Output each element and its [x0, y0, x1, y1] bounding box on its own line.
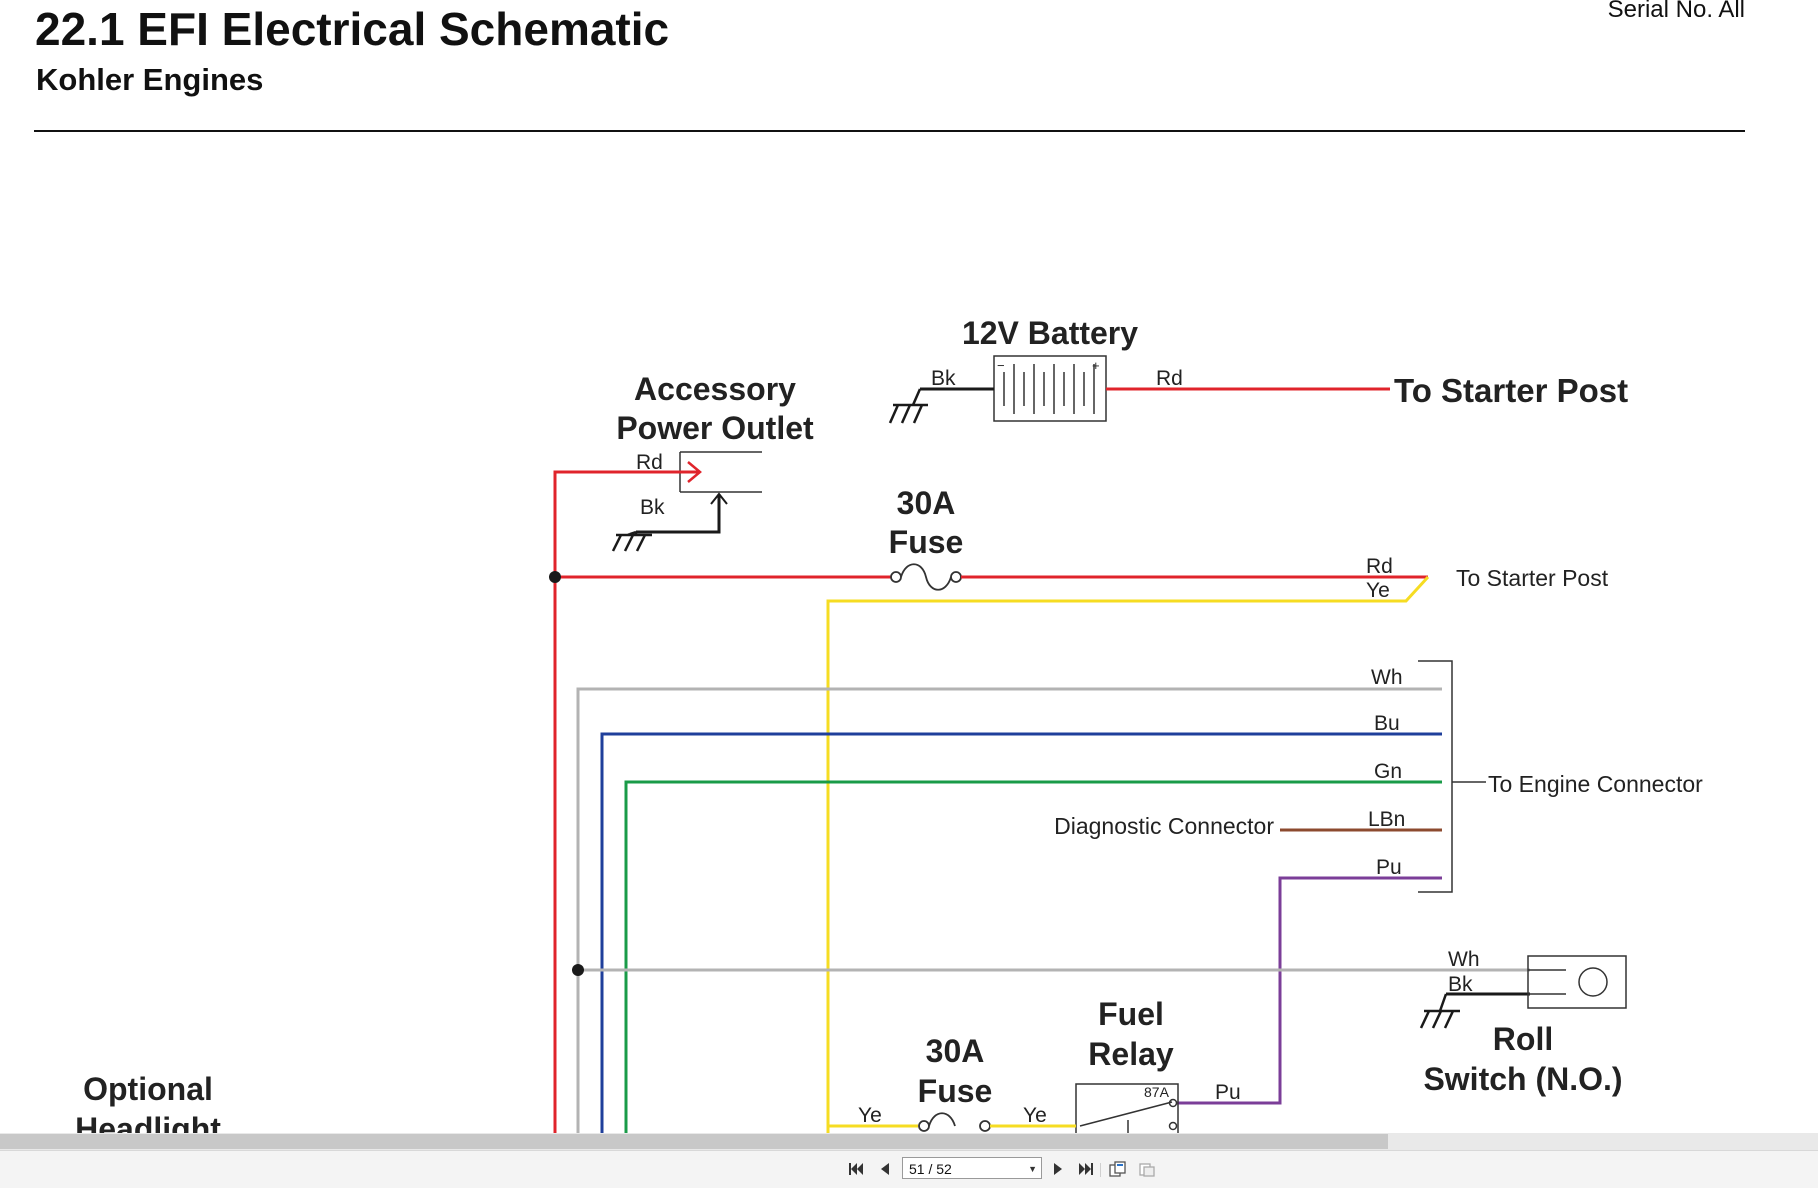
roll-switch-label-1: Roll [1493, 1021, 1553, 1057]
to-starter-post: To Starter Post [1456, 565, 1609, 591]
roll-ground-icon [1419, 993, 1460, 1029]
svg-text:+: + [1092, 358, 1100, 373]
junction-white [572, 964, 584, 976]
prev-page-icon[interactable] [874, 1159, 896, 1179]
junction-red [549, 571, 561, 583]
page-number-value: 51 / 52 [909, 1161, 952, 1177]
fuse2-label-2: Fuse [918, 1073, 993, 1109]
electrical-schematic: 12V Battery − + Bk Rd To Starter Post [75, 315, 1703, 1133]
battery-title: 12V Battery [962, 315, 1138, 351]
gn-wire [624, 780, 1442, 1133]
fuse2-symbol [918, 1112, 991, 1132]
fuel-relay-label-1: Fuel [1098, 996, 1164, 1032]
outlet-bk-label: Bk [640, 496, 665, 519]
diagnostic-connector-label: Diagnostic Connector [1054, 813, 1274, 839]
wh-wire [576, 687, 1442, 1133]
scrollbar-thumb[interactable] [0, 1134, 1388, 1149]
fuel-relay-label-2: Relay [1088, 1036, 1174, 1072]
first-page-icon[interactable] [845, 1159, 867, 1179]
optional-headlight-2: Headlight [75, 1111, 221, 1133]
toolbar-divider [1100, 1163, 1101, 1177]
serial-number: Serial No. All [1607, 0, 1745, 23]
outlet-bk-wire [636, 494, 721, 534]
outlet-rd-wire [553, 470, 700, 1133]
roll-bk-label: Bk [1448, 973, 1473, 996]
page-subtitle: Kohler Engines [36, 62, 264, 97]
accessory-title-2: Power Outlet [616, 410, 814, 446]
next-page-icon[interactable] [1047, 1159, 1069, 1179]
header-rule [34, 130, 1745, 132]
bu-wire [600, 732, 1442, 1133]
roll-switch-symbol [1527, 955, 1627, 1009]
chevron-down-icon: ▼ [1028, 1164, 1037, 1174]
relay-pin-label: 87A [1144, 1084, 1170, 1100]
fuel-relay-symbol [1075, 1083, 1179, 1133]
fuse1-label-1: 30A [897, 485, 956, 521]
roll-wh-label: Wh [1448, 948, 1480, 971]
engine-connector-bracket [1418, 660, 1453, 893]
battery-symbol [993, 355, 1107, 422]
bu-label: Bu [1374, 712, 1400, 735]
roll-switch-label-2: Switch (N.O.) [1423, 1061, 1622, 1097]
to-engine-connector: To Engine Connector [1488, 771, 1703, 797]
pu-label: Pu [1376, 856, 1402, 879]
battery-rd-label: Rd [1156, 367, 1183, 390]
lower-ye-label-left: Ye [858, 1104, 882, 1127]
pu-wire [1176, 876, 1442, 1105]
to-starter-post-bold: To Starter Post [1394, 372, 1628, 409]
outlet-rd-label: Rd [636, 451, 663, 474]
gn-label: Gn [1374, 760, 1402, 783]
starter-ye-label: Ye [1366, 579, 1390, 602]
main-ye-wire [826, 575, 1430, 1133]
accessory-title-1: Accessory [634, 371, 796, 407]
page-view-icon[interactable] [1136, 1159, 1158, 1179]
page-title: 22.1 EFI Electrical Schematic [35, 3, 670, 55]
svg-text:−: − [997, 358, 1005, 373]
outlet-ground-icon [611, 530, 652, 552]
lower-ye-label-right: Ye [1023, 1104, 1047, 1127]
fuse1-symbol [890, 563, 962, 591]
horizontal-scrollbar[interactable] [0, 1133, 1818, 1150]
lbn-label: LBn [1368, 808, 1405, 831]
relay-pu-label: Pu [1215, 1081, 1241, 1104]
optional-headlight-1: Optional [83, 1071, 213, 1107]
starter-rd-label: Rd [1366, 555, 1393, 578]
copy-page-icon[interactable] [1107, 1159, 1129, 1179]
battery-bk-label: Bk [931, 367, 956, 390]
fuse2-label-1: 30A [926, 1033, 985, 1069]
wh-label: Wh [1371, 666, 1403, 689]
last-page-icon[interactable] [1075, 1159, 1097, 1179]
document-page: 22.1 EFI Electrical Schematic Kohler Eng… [34, 0, 1745, 1133]
page-number-select[interactable]: 51 / 52 ▼ [902, 1157, 1042, 1179]
battery-ground-icon [888, 388, 928, 424]
fuse1-label-2: Fuse [889, 524, 964, 560]
page-navigation-toolbar: 51 / 52 ▼ [0, 1150, 1818, 1188]
